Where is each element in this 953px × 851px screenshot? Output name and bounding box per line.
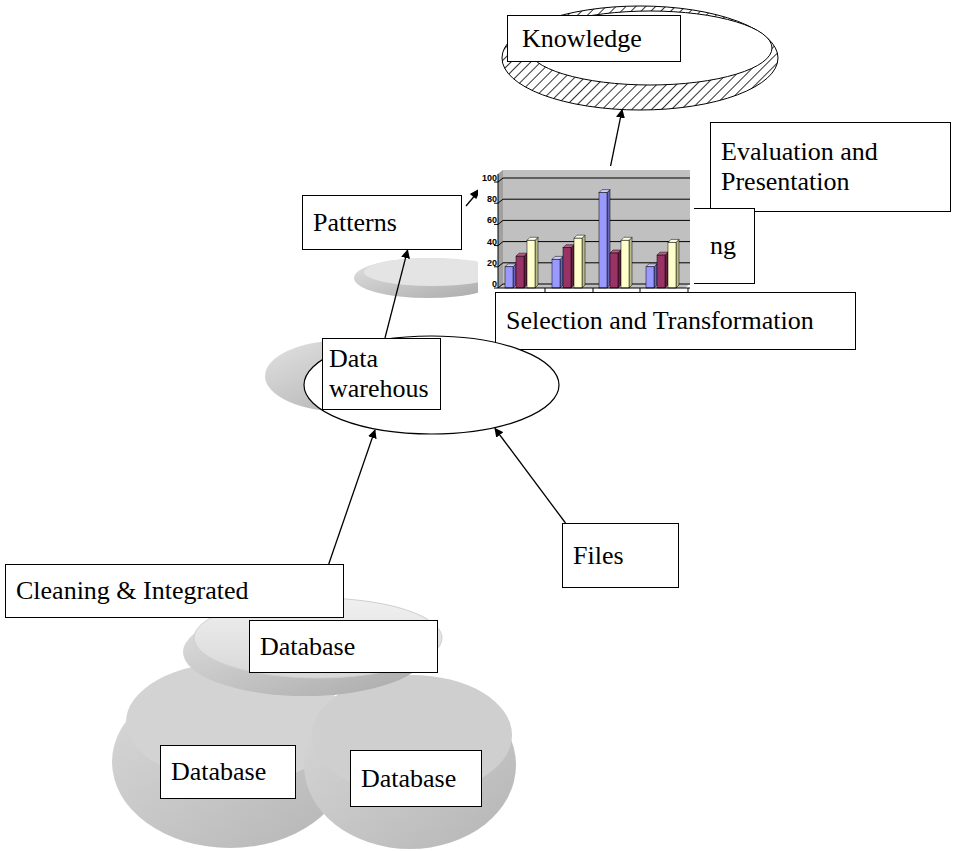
node-text: Data warehous xyxy=(322,338,441,410)
database-label: Database xyxy=(350,750,482,807)
node-text: ng xyxy=(710,231,736,261)
flow-arrow xyxy=(385,250,408,338)
database-cylinder xyxy=(304,675,516,849)
node-text: Files xyxy=(573,541,624,571)
node-text: Database xyxy=(260,632,355,662)
callout-box: Selection and Transformation xyxy=(495,292,856,350)
database-label: Database xyxy=(160,745,296,799)
node-text: Cleaning & Integrated xyxy=(16,576,248,606)
bar-chart xyxy=(478,166,694,294)
node-text: Database xyxy=(171,757,266,787)
node-text: Knowledge xyxy=(507,15,681,62)
axis-tick-label: 20 xyxy=(475,258,497,268)
axis-tick-label: 100 xyxy=(475,173,497,183)
stage-box: ng xyxy=(500,208,755,284)
flow-arrow xyxy=(495,429,566,524)
axis-tick-label: 80 xyxy=(475,194,497,204)
axis-tick-label: 0 xyxy=(475,279,497,289)
node-text: Patterns xyxy=(313,208,397,238)
flow-arrow xyxy=(329,430,375,564)
callout-box: Cleaning & Integrated xyxy=(5,564,344,618)
node-text: Evaluation and Presentation xyxy=(721,137,940,197)
node-text: Selection and Transformation xyxy=(506,306,814,336)
axis-tick-label: 60 xyxy=(475,215,497,225)
stage-box: Patterns xyxy=(302,195,462,250)
callout-box: Evaluation and Presentation xyxy=(710,122,951,212)
knowledge-ellipse: Knowledge xyxy=(500,3,782,113)
pointer-arrow xyxy=(466,189,480,206)
warehouse-ellipse: Data warehous xyxy=(303,335,560,435)
database-label: Database xyxy=(249,620,438,673)
axis-tick-label: 40 xyxy=(475,237,497,247)
source-box: Files xyxy=(562,523,679,588)
node-text: Database xyxy=(361,764,456,794)
